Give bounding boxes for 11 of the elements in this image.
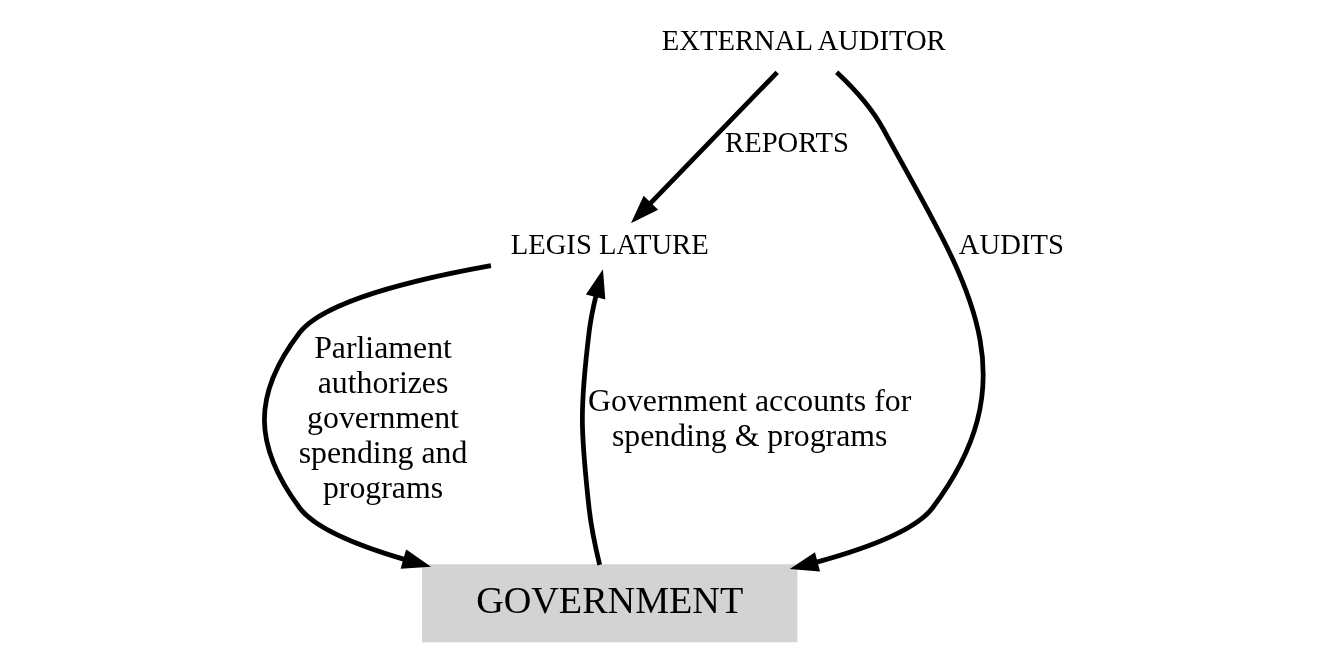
- arrow: [579, 269, 605, 566]
- node-box: GOVERNMENT: [421, 564, 797, 643]
- edge-label: REPORTS: [724, 126, 849, 159]
- arrow: [630, 70, 779, 224]
- edge-label: Government accounts for spending & programs: [587, 382, 911, 453]
- arrow: [261, 263, 491, 569]
- edge-label: Parliament authorizes government spending and programs: [298, 330, 467, 506]
- node-text: EXTERNAL AUDITOR: [661, 24, 946, 57]
- node-text: LEGIS LATURE: [510, 227, 709, 260]
- edge-label: AUDITS: [958, 227, 1064, 260]
- arrow: [789, 70, 985, 572]
